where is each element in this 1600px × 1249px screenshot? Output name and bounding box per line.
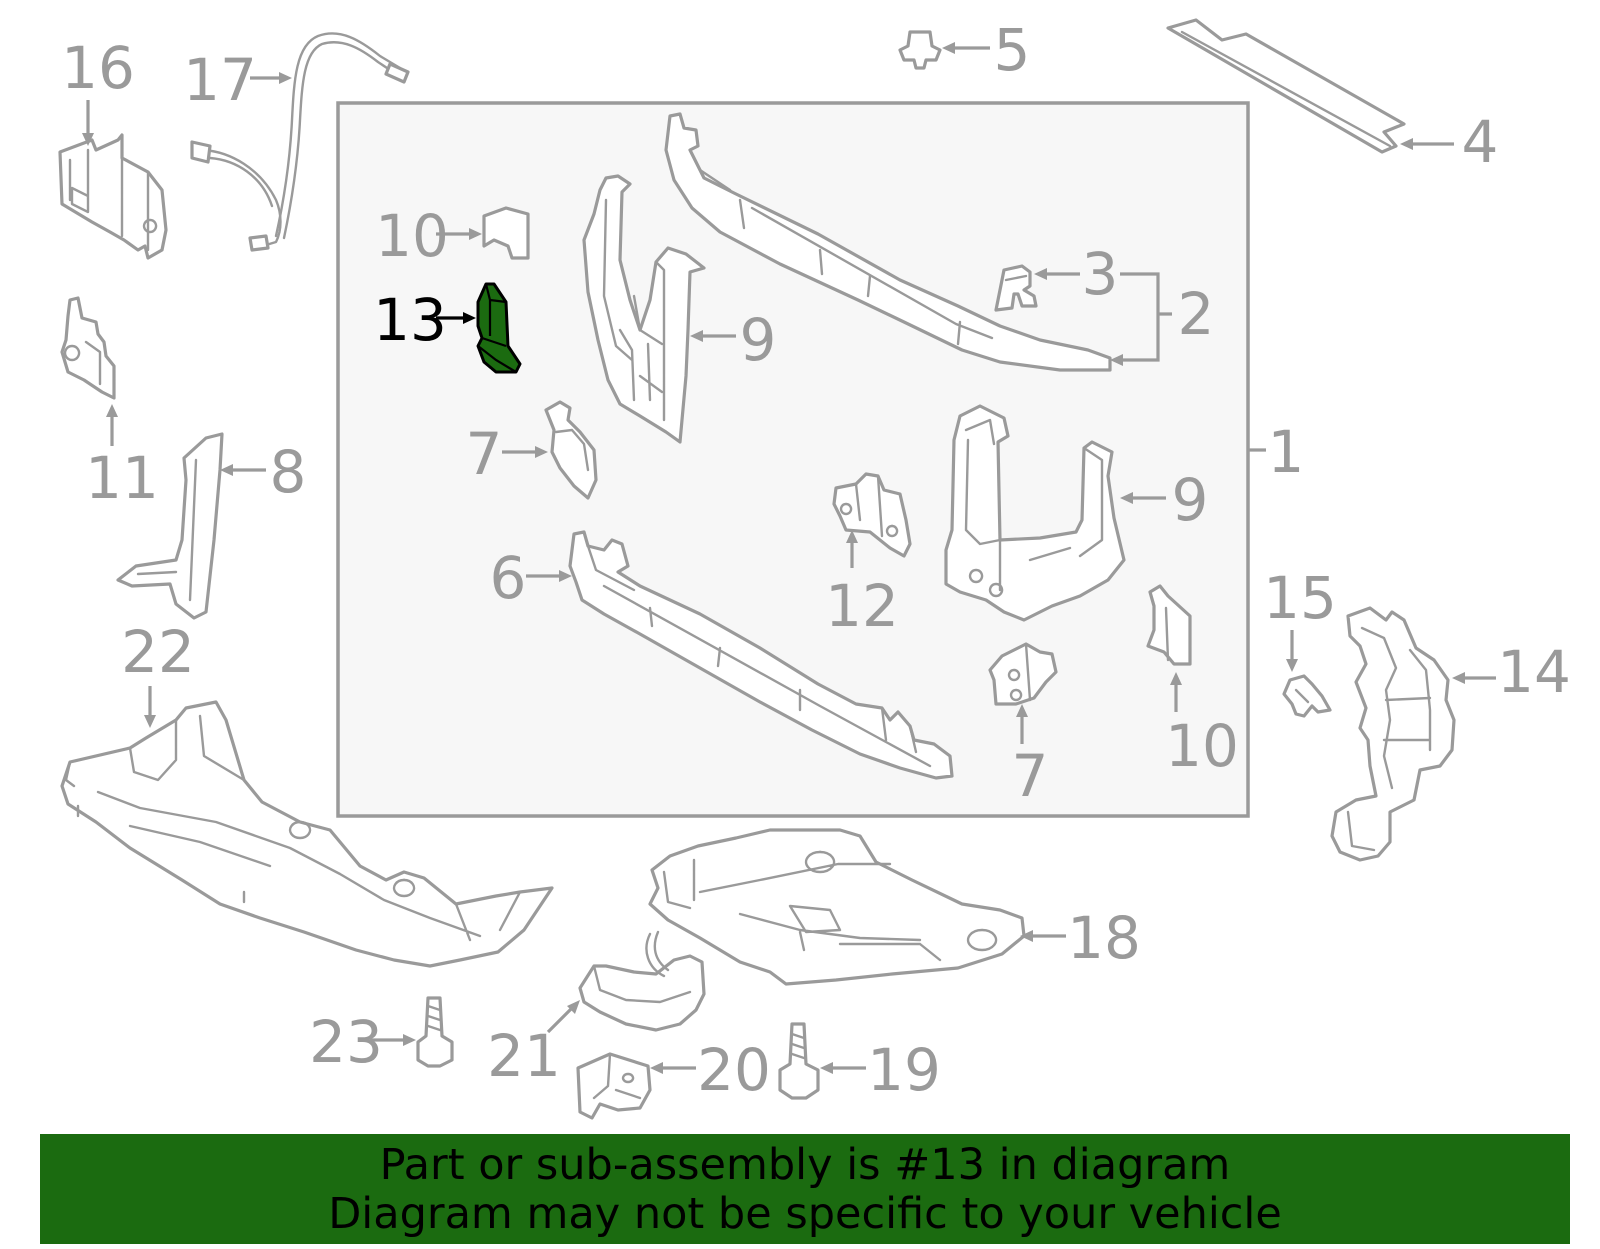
callout-18: 18 bbox=[1020, 904, 1141, 972]
callout-23: 23 bbox=[309, 1008, 416, 1076]
part-9-upper-bracket[interactable] bbox=[582, 174, 706, 444]
svg-text:10: 10 bbox=[375, 202, 449, 270]
svg-text:21: 21 bbox=[487, 1022, 561, 1090]
svg-text:6: 6 bbox=[490, 544, 527, 612]
svg-text:14: 14 bbox=[1497, 638, 1571, 706]
svg-text:9: 9 bbox=[1172, 466, 1209, 534]
part-6-lower-support[interactable] bbox=[568, 530, 954, 780]
part-21-duct[interactable] bbox=[578, 930, 706, 1032]
svg-text:7: 7 bbox=[466, 420, 503, 488]
banner-part-note: Part or sub-assembly is #13 in diagram bbox=[379, 1140, 1231, 1190]
svg-text:7: 7 bbox=[1012, 742, 1049, 810]
callout-3: 3 bbox=[1034, 240, 1118, 308]
callout-7a: 7 bbox=[466, 420, 548, 488]
svg-text:13: 13 bbox=[373, 286, 447, 354]
svg-text:11: 11 bbox=[85, 444, 159, 512]
callout-4: 4 bbox=[1400, 108, 1498, 176]
callout-8: 8 bbox=[220, 438, 306, 506]
part-10-lower-seal[interactable] bbox=[1146, 584, 1192, 666]
svg-text:9: 9 bbox=[740, 306, 777, 374]
svg-text:2: 2 bbox=[1178, 280, 1215, 348]
callout-20: 20 bbox=[650, 1036, 771, 1104]
svg-text:18: 18 bbox=[1067, 904, 1141, 972]
svg-text:5: 5 bbox=[994, 16, 1031, 84]
part-15-clip[interactable] bbox=[1282, 674, 1332, 718]
svg-text:20: 20 bbox=[697, 1036, 771, 1104]
part-11-bracket[interactable] bbox=[60, 296, 116, 400]
callout-6: 6 bbox=[490, 544, 572, 612]
callout-9b: 9 bbox=[1120, 466, 1208, 534]
part-4-seal[interactable] bbox=[1166, 18, 1406, 154]
callout-21: 21 bbox=[487, 1000, 580, 1090]
callout-11: 11 bbox=[85, 404, 159, 512]
callout-7b: 7 bbox=[1012, 704, 1049, 810]
callout-14: 14 bbox=[1452, 638, 1571, 706]
callout-9a: 9 bbox=[690, 306, 776, 374]
svg-text:15: 15 bbox=[1263, 564, 1337, 632]
svg-text:22: 22 bbox=[121, 618, 195, 686]
callout-10b: 10 bbox=[1165, 672, 1239, 780]
callout-22: 22 bbox=[121, 618, 195, 728]
callout-19: 19 bbox=[820, 1036, 941, 1104]
part-16-bracket[interactable] bbox=[58, 133, 168, 260]
svg-text:12: 12 bbox=[825, 572, 899, 640]
svg-text:4: 4 bbox=[1462, 108, 1499, 176]
svg-text:1: 1 bbox=[1268, 418, 1305, 486]
part-10-upper-seal[interactable] bbox=[482, 206, 530, 260]
svg-text:10: 10 bbox=[1165, 712, 1239, 780]
callout-16: 16 bbox=[61, 34, 135, 146]
svg-text:23: 23 bbox=[309, 1008, 383, 1076]
banner-disclaimer: Diagram may not be specific to your vehi… bbox=[328, 1189, 1282, 1239]
info-banner: Part or sub-assembly is #13 in diagram D… bbox=[40, 1134, 1570, 1244]
callout-12: 12 bbox=[825, 530, 899, 640]
part-3-bracket[interactable] bbox=[994, 264, 1038, 312]
part-7-lower-bracket[interactable] bbox=[988, 642, 1058, 706]
svg-text:19: 19 bbox=[867, 1036, 941, 1104]
part-9-lower-bracket[interactable] bbox=[944, 404, 1126, 622]
callout-13: 13 bbox=[373, 286, 476, 354]
part-20-bracket[interactable] bbox=[576, 1052, 652, 1120]
part-8-support[interactable] bbox=[116, 432, 224, 620]
part-17-harness[interactable] bbox=[190, 32, 410, 252]
part-23-bolt[interactable] bbox=[416, 996, 454, 1068]
svg-text:16: 16 bbox=[61, 34, 135, 102]
callout-17: 17 bbox=[183, 46, 292, 114]
part-7-upper-bracket[interactable] bbox=[544, 400, 598, 500]
callout-5: 5 bbox=[942, 16, 1030, 84]
callout-1: 1 bbox=[1248, 418, 1304, 486]
svg-text:8: 8 bbox=[270, 438, 307, 506]
part-13-highlighted[interactable] bbox=[476, 282, 522, 374]
part-18-lower-cover[interactable] bbox=[648, 828, 1026, 986]
part-12-bracket[interactable] bbox=[832, 472, 912, 558]
part-19-bolt[interactable] bbox=[778, 1022, 820, 1100]
svg-text:3: 3 bbox=[1082, 240, 1119, 308]
part-14-side-guide[interactable] bbox=[1330, 606, 1456, 862]
callout-10a: 10 bbox=[375, 202, 482, 270]
part-2-upper-support[interactable] bbox=[664, 112, 1112, 372]
callout-2: 2 bbox=[1110, 272, 1215, 366]
svg-text:17: 17 bbox=[183, 46, 257, 114]
part-5-clip[interactable] bbox=[898, 30, 942, 70]
callout-15: 15 bbox=[1263, 564, 1337, 672]
part-22-under-cover[interactable] bbox=[60, 700, 554, 968]
